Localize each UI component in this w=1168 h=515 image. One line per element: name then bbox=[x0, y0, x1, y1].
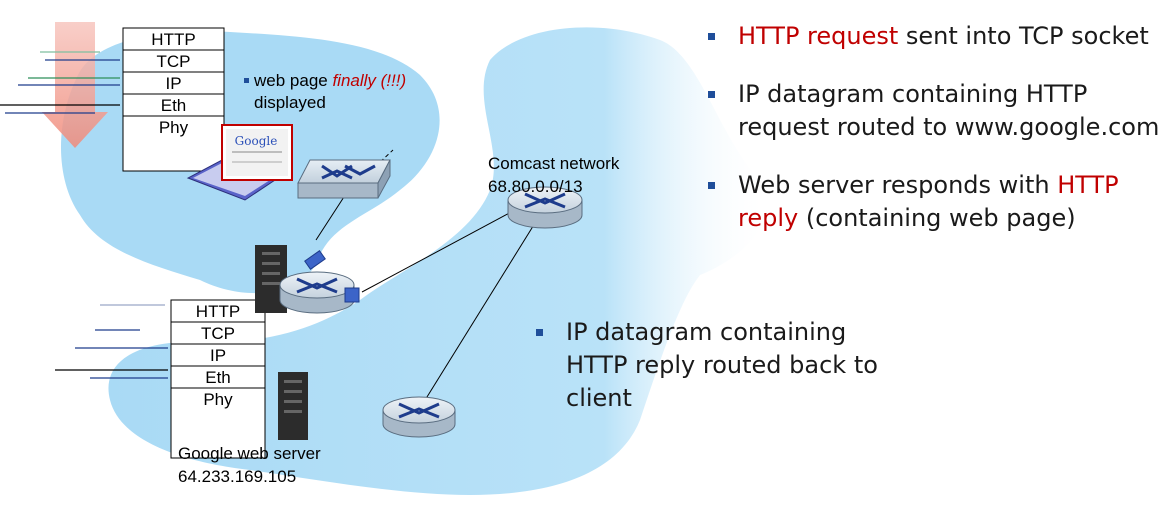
server-layer-phy: Phy bbox=[203, 390, 233, 409]
client-layer-tcp: TCP bbox=[157, 52, 191, 71]
google-server-name: Google web server bbox=[178, 444, 321, 463]
caption-emphasis: finally (!!!) bbox=[332, 71, 407, 90]
client-layer-http: HTTP bbox=[151, 30, 195, 49]
server-layer-tcp: TCP bbox=[201, 324, 235, 343]
comcast-network-cloud bbox=[108, 27, 770, 495]
server-layer-eth: Eth bbox=[205, 368, 231, 387]
bullet-http-request: HTTP request sent into TCP socket bbox=[700, 20, 1160, 53]
client-caption: web page finally (!!!) displayed bbox=[244, 70, 406, 114]
client-layer-ip: IP bbox=[165, 74, 181, 93]
bullet-reply-routed: IP datagram containing HTTP reply routed… bbox=[528, 316, 888, 415]
step-bullets: HTTP request sent into TCP socket IP dat… bbox=[700, 20, 1160, 235]
caption-prefix: web page bbox=[254, 71, 333, 90]
switch-icon bbox=[297, 159, 391, 199]
laptop-icon: Google bbox=[186, 124, 293, 201]
google-server-ip: 64.233.169.105 bbox=[178, 467, 296, 486]
network-links bbox=[315, 149, 541, 406]
bullet-server-responds: Web server responds with HTTP reply (con… bbox=[700, 169, 1160, 235]
bullet-square bbox=[244, 78, 249, 83]
google-router-icon bbox=[382, 396, 456, 438]
comcast-subnet: 68.80.0.0/13 bbox=[488, 177, 583, 196]
browser-google-logo: Google bbox=[235, 134, 278, 148]
caption-line2: displayed bbox=[254, 93, 326, 112]
encapsulation-lines bbox=[0, 51, 168, 379]
bullet-ip-datagram: IP datagram containing HTTP request rout… bbox=[700, 78, 1160, 144]
client-layer-eth: Eth bbox=[161, 96, 187, 115]
server-layer-http: HTTP bbox=[196, 302, 240, 321]
comcast-network-name: Comcast network bbox=[488, 154, 620, 173]
edge-router-icon bbox=[279, 250, 360, 314]
server-layer-ip: IP bbox=[210, 346, 226, 365]
comcast-router-icon bbox=[507, 186, 583, 229]
google-server-icon bbox=[278, 372, 308, 440]
client-layer-phy: Phy bbox=[159, 118, 189, 137]
